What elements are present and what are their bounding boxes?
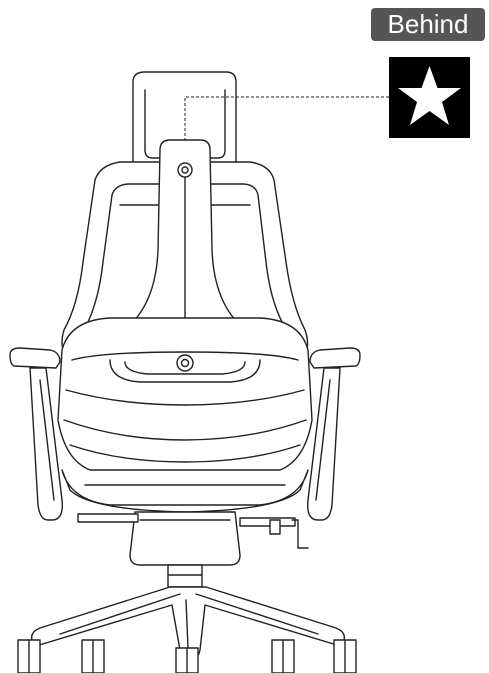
star-marker <box>389 57 470 138</box>
star-icon <box>389 57 470 138</box>
left-armrest <box>9 347 61 369</box>
casters <box>17 639 357 673</box>
right-armrest <box>309 347 361 369</box>
seat <box>61 469 309 513</box>
behind-badge: Behind <box>371 8 485 41</box>
seat-mechanism <box>129 511 241 566</box>
